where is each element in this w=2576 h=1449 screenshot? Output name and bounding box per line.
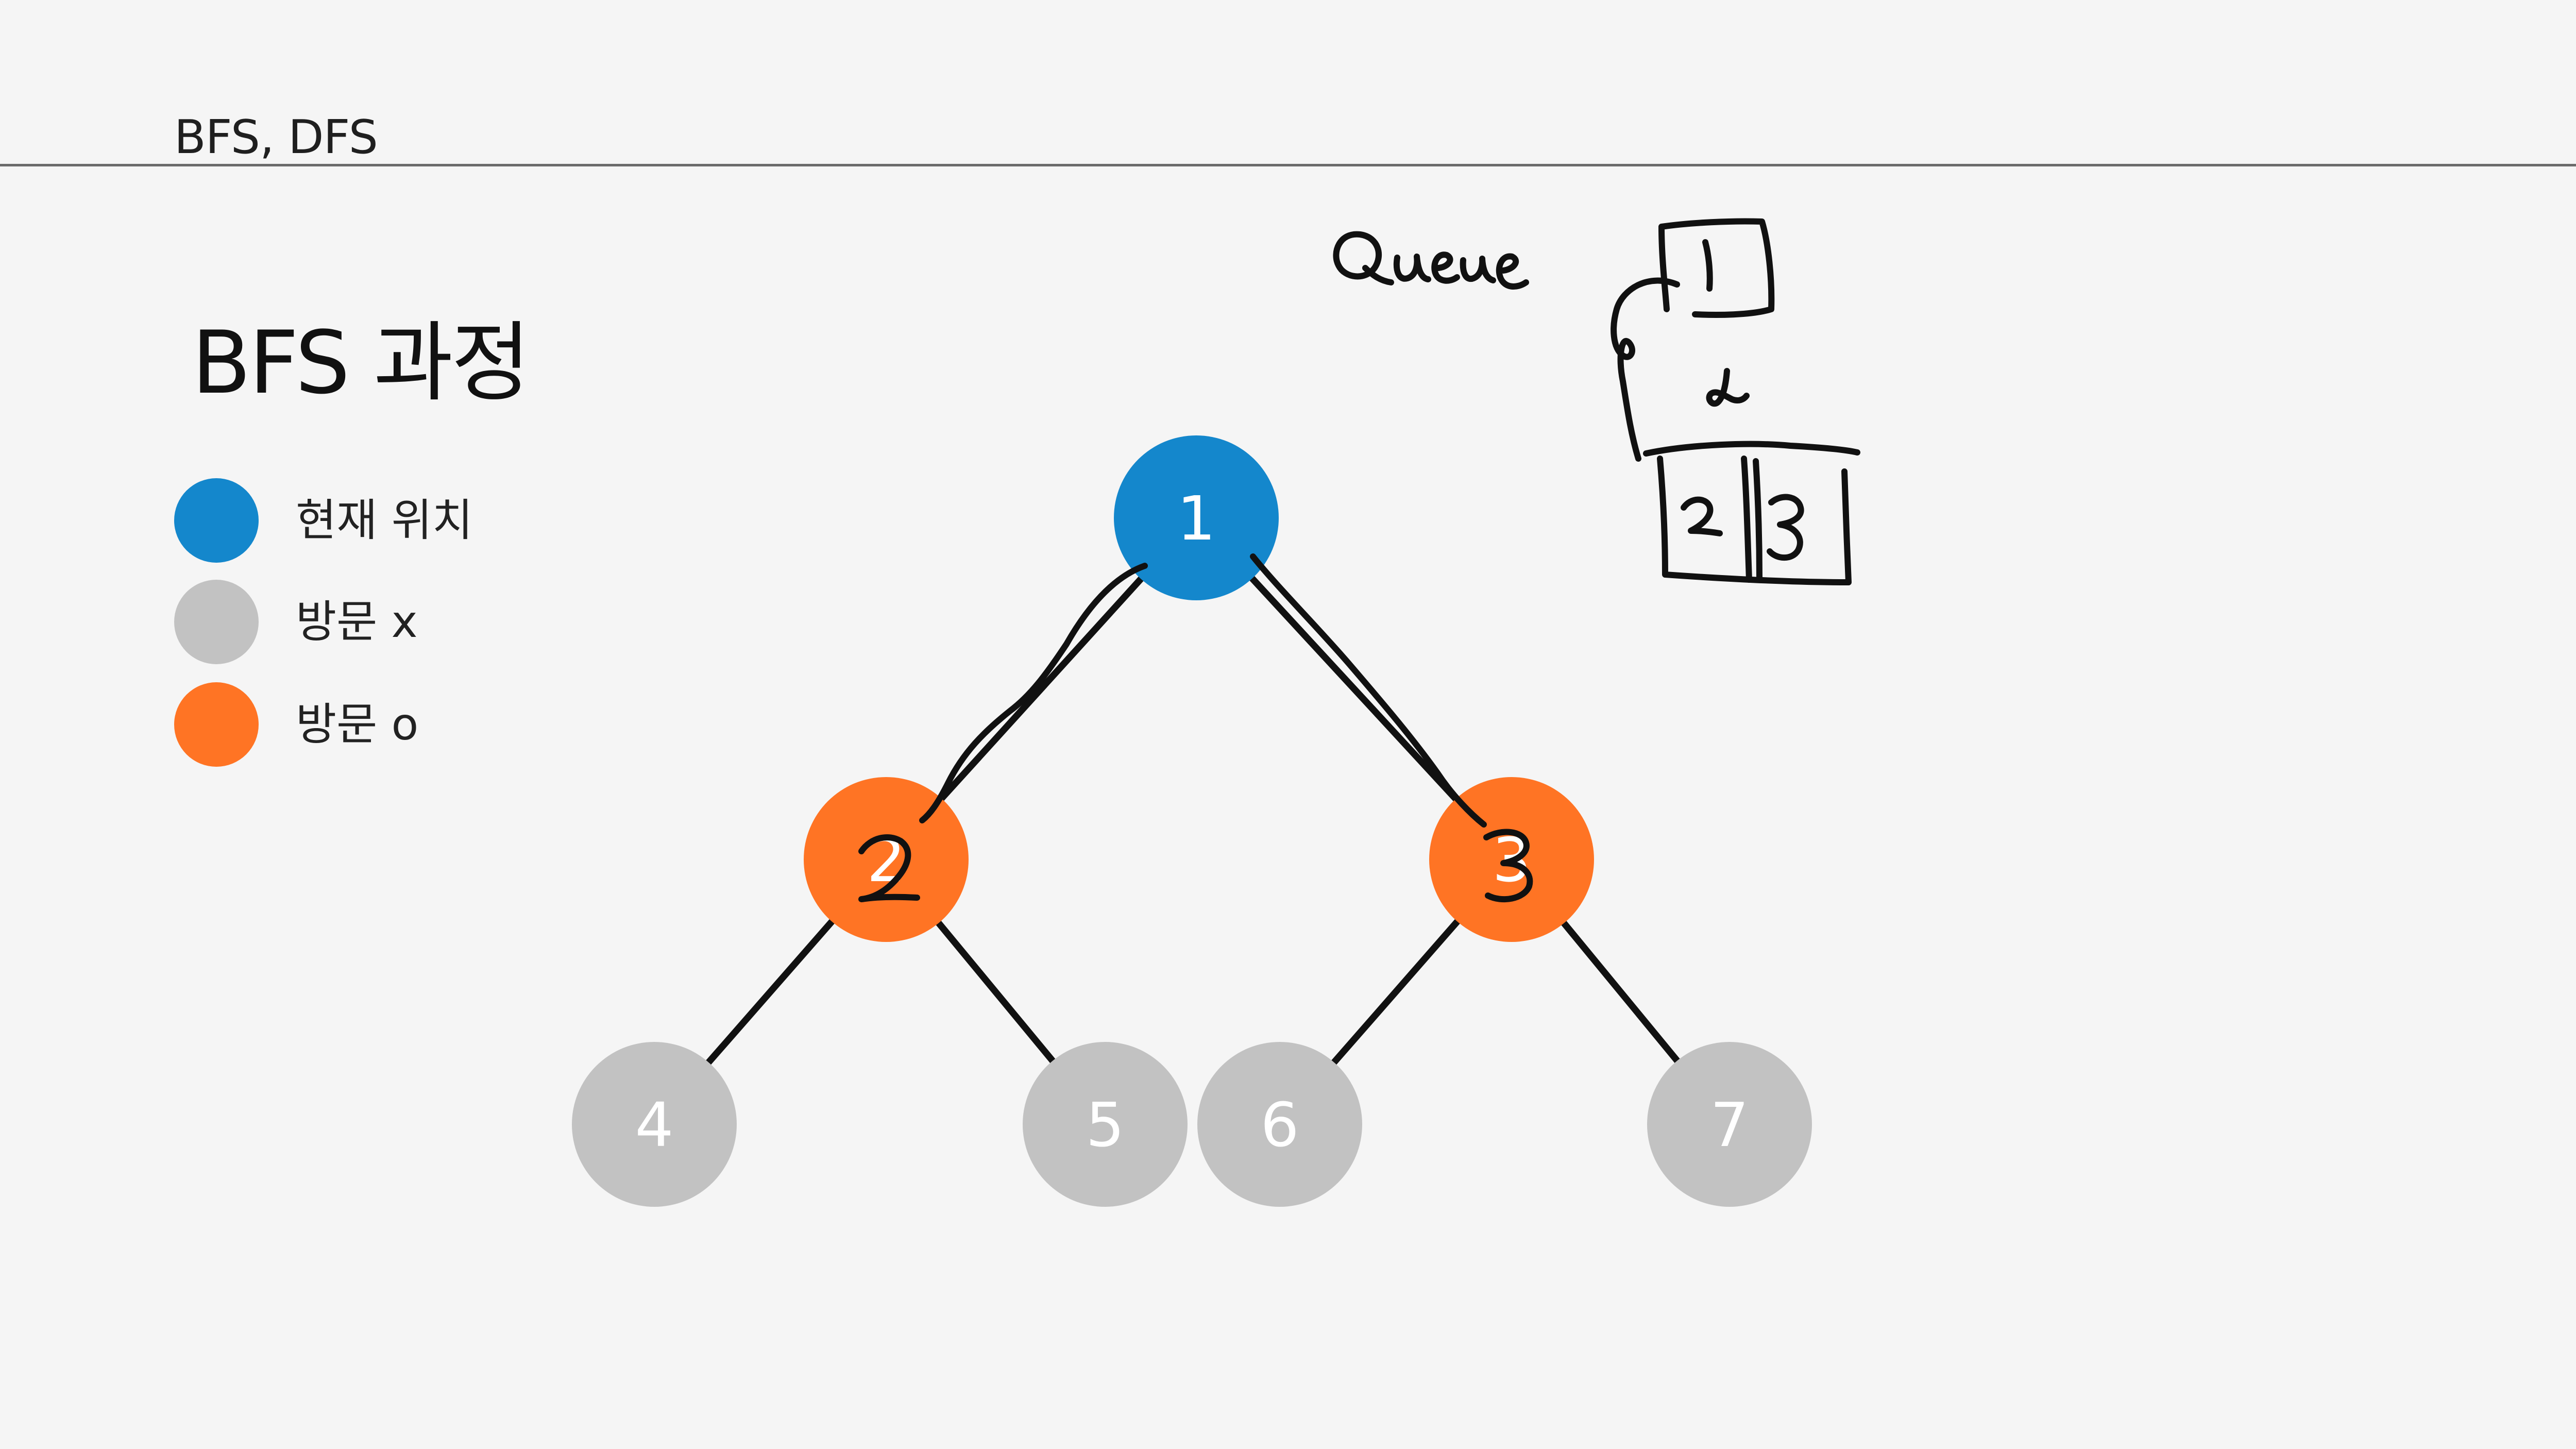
hand-mark-node-2 xyxy=(858,834,920,902)
legend-item-visited: 방문 o xyxy=(174,682,418,767)
hand-mark-node-3 xyxy=(1483,829,1533,903)
hand-queue-word xyxy=(1333,231,1529,290)
tree-node-circle-7 xyxy=(1647,1042,1812,1207)
tree-node-label-6: 6 xyxy=(1260,1089,1299,1160)
tree-node-label-5: 5 xyxy=(1086,1089,1124,1160)
legend-dot-unvisited xyxy=(174,580,259,664)
legend-item-unvisited: 방문 x xyxy=(174,580,417,664)
section-title: BFS 과정 xyxy=(192,312,531,413)
hand-queue-box-divider xyxy=(1741,456,1752,583)
tree-node-circle-4 xyxy=(572,1042,737,1207)
hand-queue-box-bottom xyxy=(1643,441,1860,457)
tree-node-circle-1 xyxy=(1114,435,1279,600)
hand-queue-item-2 xyxy=(1681,496,1723,536)
header-title: BFS, DFS xyxy=(174,110,378,164)
tree-node-6: 6 xyxy=(1197,1042,1362,1207)
tree-node-2: 2 xyxy=(804,777,969,942)
legend-dot-visited xyxy=(174,682,259,767)
hand-queue-item-3 xyxy=(1767,494,1804,561)
legend-item-current: 현재 위치 xyxy=(174,478,473,563)
tree-node-label-4: 4 xyxy=(635,1089,673,1160)
tree-node-4: 4 xyxy=(572,1042,737,1207)
tree-node-1: 1 xyxy=(1114,435,1279,600)
tree-node-7: 7 xyxy=(1647,1042,1812,1207)
hand-queue-box-top xyxy=(1658,218,1775,318)
tree-node-label-1: 1 xyxy=(1177,483,1215,554)
legend-dot-current xyxy=(174,478,259,563)
tree-node-label-7: 7 xyxy=(1710,1089,1749,1160)
header-divider xyxy=(0,164,2576,166)
hand-queue-box-divider-2 xyxy=(1753,458,1762,580)
hand-queue-curve xyxy=(1611,277,1680,462)
hand-edge-1-3 xyxy=(1250,553,1487,828)
hand-queue-arrow xyxy=(1706,368,1750,407)
handwritten-annotations xyxy=(858,218,1860,903)
hand-edge-1-2 xyxy=(919,563,1148,823)
tree-node-circle-6 xyxy=(1197,1042,1362,1207)
hand-queue-box-top-label xyxy=(1702,239,1713,292)
tree-node-circle-5 xyxy=(1023,1042,1188,1207)
tree-node-5: 5 xyxy=(1023,1042,1188,1207)
legend-label-current: 현재 위치 xyxy=(296,495,473,546)
legend-label-unvisited: 방문 x xyxy=(296,596,418,648)
legend-label-visited: 방문 o xyxy=(296,699,419,750)
